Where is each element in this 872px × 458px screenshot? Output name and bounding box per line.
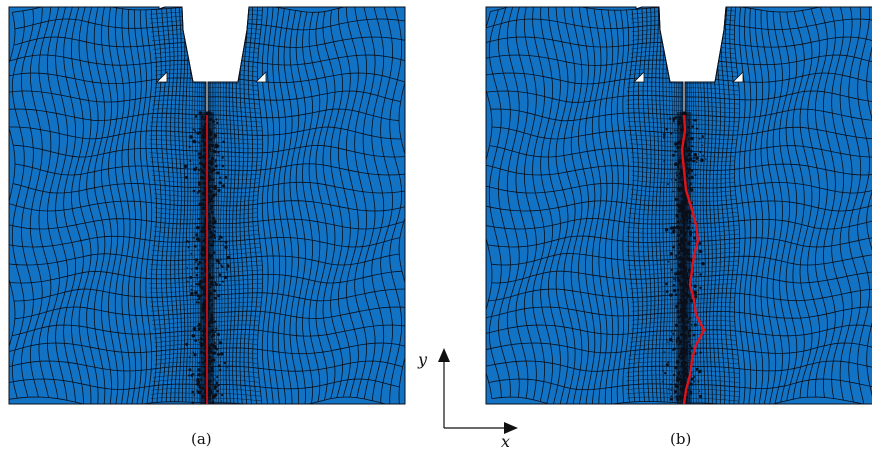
y-axis-label: y xyxy=(418,350,428,369)
coordinate-axes xyxy=(438,348,518,434)
crack-path xyxy=(680,114,706,405)
notch-corner-left xyxy=(633,71,645,83)
notch-opening xyxy=(662,7,722,80)
panel-b xyxy=(485,6,872,405)
notch-corner-right xyxy=(732,71,744,83)
mesh xyxy=(9,7,405,404)
panel-a xyxy=(8,6,406,405)
specimen-outline xyxy=(485,6,872,405)
x-axis-label: x xyxy=(501,432,511,451)
panel-b-caption: (b) xyxy=(670,430,692,448)
notch-opening xyxy=(185,7,245,80)
panel-a-caption: (a) xyxy=(191,430,212,448)
notch-slit xyxy=(682,82,686,112)
notch-slit xyxy=(205,82,209,112)
notch-corner-right xyxy=(255,71,267,83)
notch-corner-left xyxy=(156,71,168,83)
x-arrow-head xyxy=(504,422,518,434)
specimen-outline xyxy=(8,6,406,405)
mesh xyxy=(486,7,872,404)
y-arrow-head xyxy=(438,348,450,362)
